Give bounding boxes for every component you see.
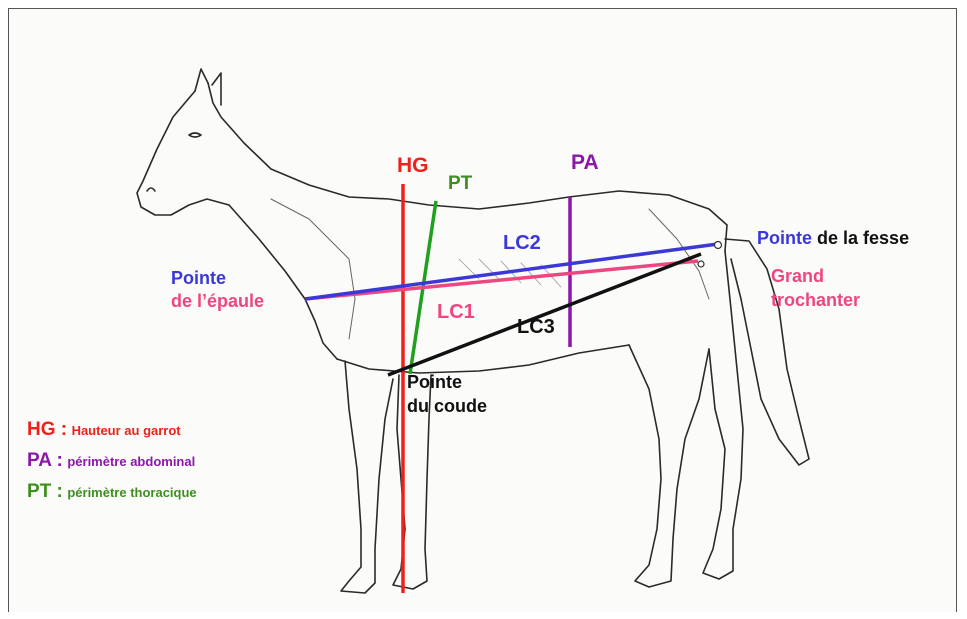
- hg-label: HG: [397, 155, 429, 176]
- pointe-fesse-point: [715, 242, 722, 249]
- grand-trochanter-label-line2: trochanter: [771, 291, 860, 309]
- lc1-label: LC1: [437, 302, 475, 322]
- lc2-label: LC2: [503, 233, 541, 253]
- horse-illustration: [137, 69, 809, 593]
- pointe-epaule-label-line2: de l’épaule: [171, 292, 264, 310]
- horse-ear: [195, 69, 221, 105]
- pointe-epaule-label-line1: Pointe: [171, 269, 226, 287]
- lc3-line: [388, 254, 701, 375]
- horse-throat: [229, 205, 337, 359]
- horse-belly: [337, 345, 629, 373]
- lc1-line: [305, 261, 698, 299]
- legend-row-pt: PT : périmètre thoracique: [27, 481, 197, 503]
- legend-row-hg: HG : Hauteur au garrot: [27, 419, 181, 441]
- horse-nostril: [147, 188, 155, 191]
- legend-desc: périmètre abdominal: [67, 454, 195, 469]
- pt-label: PT: [448, 174, 472, 193]
- legend-desc: Hauteur au garrot: [72, 423, 181, 438]
- horse-head-outline: [208, 83, 727, 251]
- pointe-fesse-label: Pointe de la fesse: [757, 229, 909, 247]
- pointe-fesse-word: Pointe: [757, 228, 812, 248]
- legend-abbr: PT :: [27, 481, 63, 502]
- horse-hind-leg-right: [703, 251, 743, 579]
- legend-desc: périmètre thoracique: [67, 485, 196, 500]
- horse-hind-leg-left: [629, 345, 709, 587]
- horse-face: [137, 91, 229, 215]
- diagram-frame: HG PT PA LC2 LC1 LC3 Pointe de l’épaule …: [8, 8, 957, 612]
- legend-row-pa: PA : périmètre abdominal: [27, 450, 195, 472]
- horse-diagram: [9, 9, 957, 612]
- lc3-label: LC3: [517, 317, 555, 337]
- grand-trochanter-label-line1: Grand: [771, 267, 824, 285]
- legend-abbr: PA :: [27, 450, 63, 471]
- pointe-coude-label-line2: du coude: [407, 397, 487, 415]
- pa-label: PA: [571, 152, 599, 173]
- horse-front-leg-left: [341, 361, 393, 593]
- grand-trochanter-point: [698, 261, 704, 267]
- pointe-coude-label-line1: Pointe: [407, 373, 462, 391]
- legend-abbr: HG :: [27, 419, 67, 440]
- horse-eye: [189, 133, 201, 137]
- de-la-fesse-words: de la fesse: [812, 228, 909, 248]
